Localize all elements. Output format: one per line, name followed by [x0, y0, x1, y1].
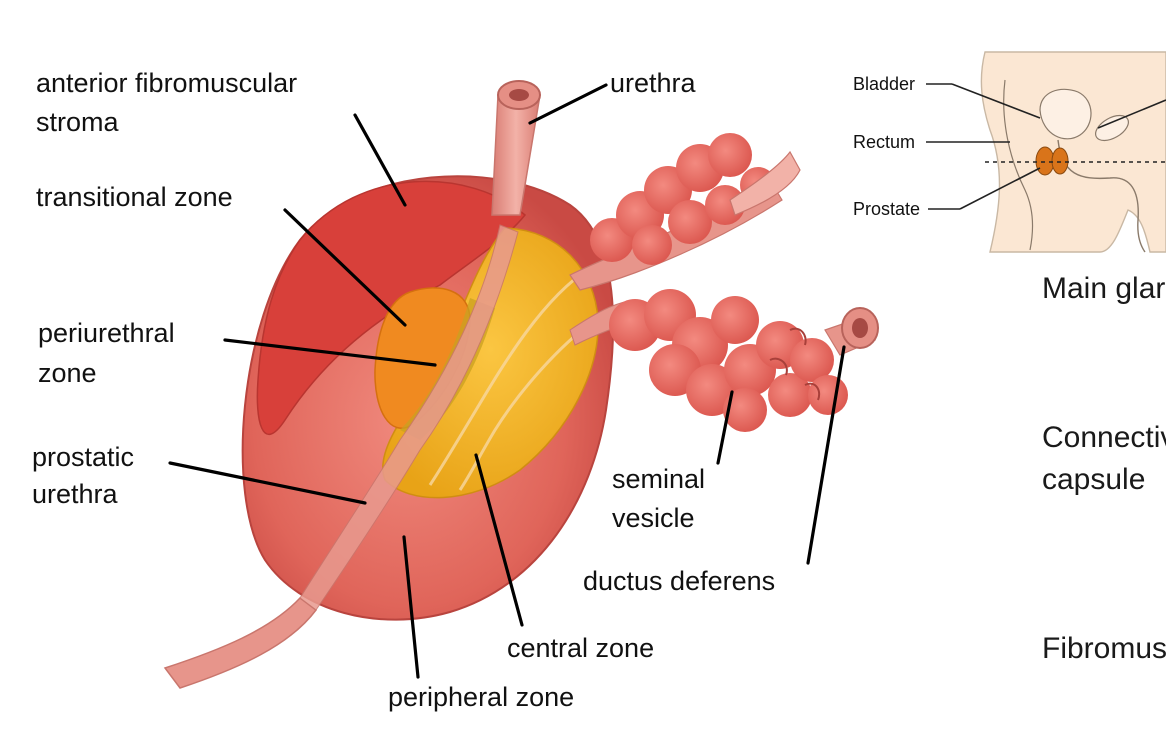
right-column-labels: Main glar Connectiv capsule Fibromus [1042, 272, 1166, 665]
label-seminal-vesicle-line2: vesicle [612, 503, 695, 533]
main-labels: anterior fibromuscular stroma urethra tr… [32, 68, 775, 712]
label-main-gland: Main glar [1042, 272, 1165, 305]
label-connective-capsule-line2: capsule [1042, 463, 1145, 496]
inset-urethra-path [1057, 139, 1146, 253]
label-fibromuscular: Fibromus [1042, 632, 1166, 665]
label-urethra: urethra [610, 68, 697, 98]
label-anterior-fibromuscular-stroma-line1: anterior fibromuscular [36, 68, 297, 98]
inset-label-rectum: Rectum [853, 132, 915, 152]
label-prostatic-urethra-line1: prostatic [32, 442, 134, 472]
distal-urethra-shape [163, 596, 318, 689]
label-prostatic-urethra-line2: urethra [32, 479, 119, 509]
label-peripheral-zone: peripheral zone [388, 682, 574, 712]
label-central-zone: central zone [507, 633, 654, 663]
inset-body-shape [980, 51, 1166, 253]
label-ductus-deferens: ductus deferens [583, 566, 775, 596]
inset-label-prostate: Prostate [853, 199, 920, 219]
label-periurethral-zone-line2: zone [38, 358, 97, 388]
inset-prostate-left [1035, 146, 1055, 176]
prostate-illustration [163, 80, 879, 689]
inset-pubic-bone [1095, 114, 1129, 142]
inset-rectum-outline [1003, 79, 1034, 251]
ductus-deferens-shape [824, 307, 879, 356]
prostatic-urethra-shape [299, 224, 519, 611]
main-leader-lines [168, 83, 846, 679]
pelvic-inset: Bladder Rectum Prostate [853, 51, 1166, 253]
label-connective-capsule-line1: Connectiv [1042, 421, 1166, 454]
upper-seminal-vesicle [569, 133, 801, 291]
ejaculatory-duct-lines [428, 266, 596, 491]
inset-bladder-outline [1039, 88, 1092, 140]
label-transitional-zone: transitional zone [36, 182, 233, 212]
inset-label-bladder: Bladder [853, 74, 915, 94]
urethra-lumen [509, 89, 529, 101]
label-seminal-vesicle-line1: seminal [612, 464, 705, 494]
lower-seminal-vesicle [569, 289, 848, 432]
label-periurethral-zone-line1: periurethral [38, 318, 175, 348]
inset-prostate-right [1051, 147, 1069, 175]
label-anterior-fibromuscular-stroma-line2: stroma [36, 107, 120, 137]
